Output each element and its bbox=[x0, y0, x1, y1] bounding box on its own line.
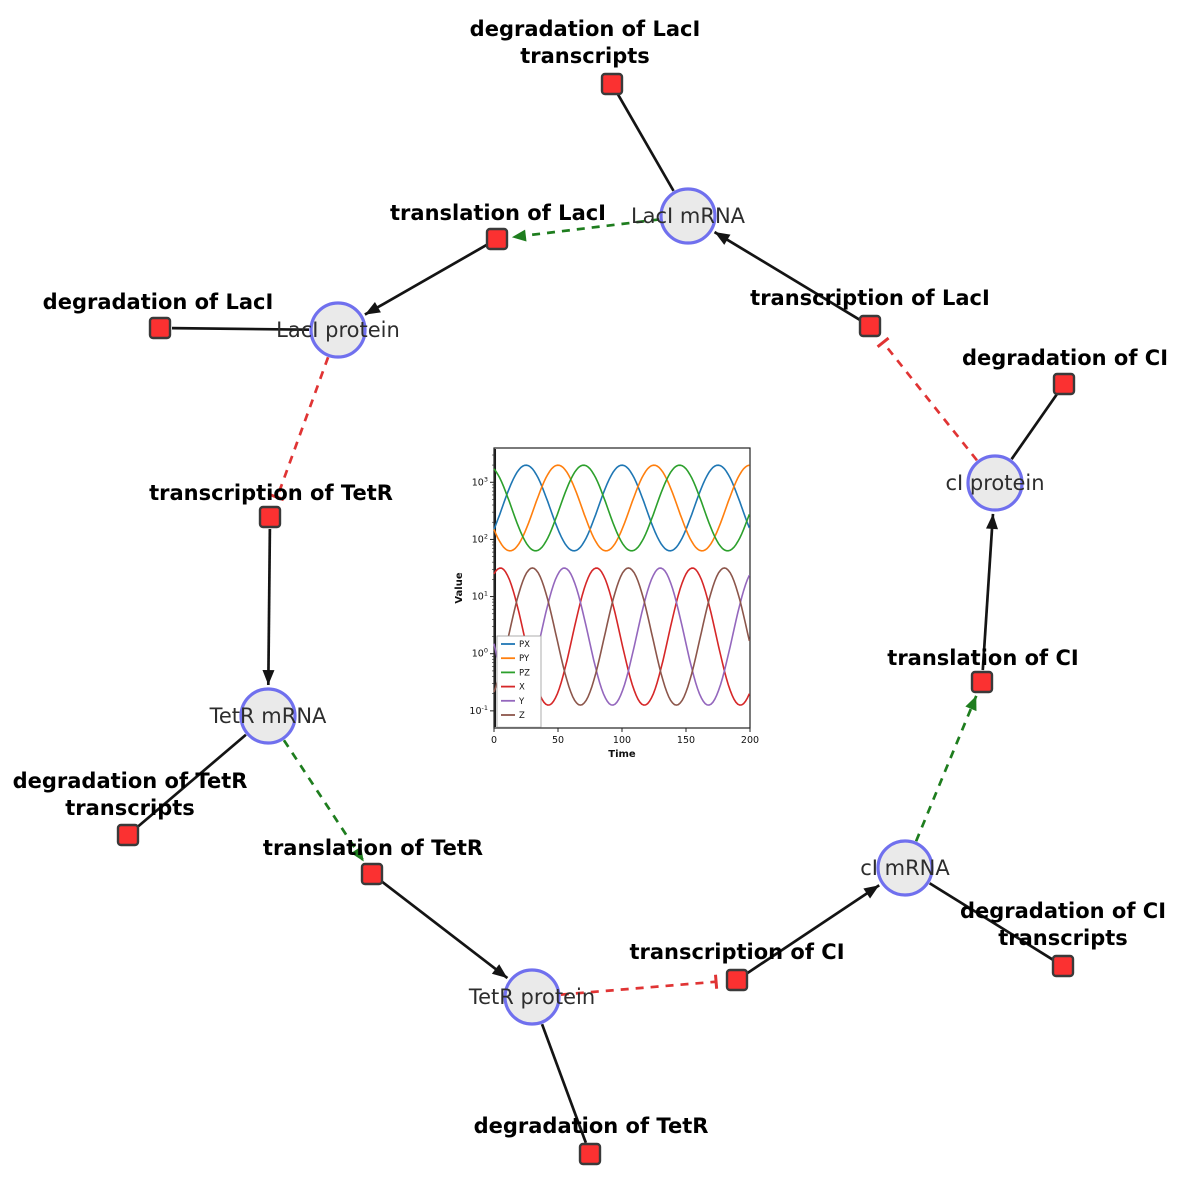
edge-substrate-ci-mrna-to-deg-ci-tx bbox=[928, 882, 1054, 961]
reaction-node-transcription-laci bbox=[858, 314, 882, 338]
edge-inhibitor-tetr-protein-to-transcription-ci bbox=[560, 974, 719, 996]
edge-activator-ci-mrna-to-translation-ci bbox=[914, 695, 978, 842]
edge-activator-tetr-mrna-to-translation-tetr bbox=[282, 739, 365, 863]
reaction-node-translation-ci bbox=[970, 670, 994, 694]
species-node-laci-mrna bbox=[659, 187, 717, 245]
reaction-node-translation-laci bbox=[485, 227, 509, 251]
species-node-ci-mrna bbox=[876, 839, 934, 897]
reaction-node-deg-laci-tx bbox=[600, 72, 624, 96]
y-tick-label: 102 bbox=[472, 532, 488, 545]
nodes-layer bbox=[116, 72, 1076, 1166]
x-tick-label: 50 bbox=[552, 735, 564, 746]
reaction-node-transcription-tetr bbox=[258, 505, 282, 529]
series-PZ bbox=[493, 464, 751, 552]
x-axis-label: Time bbox=[608, 749, 636, 760]
legend-label-PZ: PZ bbox=[519, 668, 530, 678]
reaction-label-translation-tetr: translation of TetR bbox=[263, 836, 483, 860]
reaction-label-deg-tetr: degradation of TetR bbox=[474, 1114, 709, 1138]
edge-product-translation-laci-to-laci-protein bbox=[364, 243, 488, 316]
y-tick-label: 10-1 bbox=[469, 704, 488, 717]
x-tick-label: 200 bbox=[741, 735, 759, 746]
edge-inhibitor-laci-protein-to-transcription-tetr bbox=[270, 356, 330, 502]
edge-product-transcription-laci-to-laci-mrna bbox=[713, 230, 861, 321]
reaction-label-transcription-ci: transcription of CI bbox=[629, 940, 844, 964]
edge-activator-laci-mrna-to-translation-laci bbox=[511, 218, 660, 242]
reaction-label-transcription-tetr: transcription of TetR bbox=[149, 481, 393, 505]
species-node-tetr-protein bbox=[503, 968, 561, 1026]
reaction-node-deg-ci-tx bbox=[1051, 954, 1075, 978]
reaction-label-transcription-laci: transcription of LacI bbox=[750, 286, 990, 310]
y-axis-label: Value bbox=[454, 572, 465, 603]
species-label-ci-protein: cI protein bbox=[945, 471, 1044, 495]
reaction-label-deg-ci: degradation of CI bbox=[962, 346, 1168, 370]
reaction-label-translation-laci: translation of LacI bbox=[390, 201, 606, 225]
reaction-node-deg-laci bbox=[148, 316, 172, 340]
species-label-tetr-mrna: TetR mRNA bbox=[209, 704, 327, 728]
edge-substrate-laci-mrna-to-deg-laci-tx bbox=[616, 93, 675, 192]
legend-label-Y: Y bbox=[518, 697, 525, 707]
reaction-label-translation-ci: translation of CI bbox=[887, 646, 1078, 670]
x-tick-label: 150 bbox=[677, 735, 695, 746]
legend-label-Z: Z bbox=[519, 711, 525, 721]
series-PX bbox=[493, 464, 751, 552]
legend-label-PX: PX bbox=[519, 640, 530, 650]
edge-product-transcription-tetr-to-tetr-mrna bbox=[262, 528, 275, 686]
edge-substrate-ci-protein-to-deg-ci bbox=[1010, 393, 1059, 460]
species-node-ci-protein bbox=[966, 454, 1024, 512]
legend-label-X: X bbox=[519, 683, 525, 693]
reaction-label-deg-laci: degradation of LacI bbox=[43, 290, 274, 314]
series-Z bbox=[493, 567, 751, 706]
edge-inhibitor-ci-protein-to-transcription-laci bbox=[876, 336, 978, 462]
legend-label-PY: PY bbox=[519, 654, 530, 664]
reaction-node-translation-tetr bbox=[360, 862, 384, 886]
species-label-ci-mrna: cI mRNA bbox=[860, 856, 950, 880]
edges-layer bbox=[136, 93, 1059, 1144]
species-node-laci-protein bbox=[309, 301, 367, 359]
edge-substrate-laci-protein-to-deg-laci bbox=[171, 326, 310, 332]
reaction-node-deg-tetr-tx bbox=[116, 823, 140, 847]
reaction-node-transcription-ci bbox=[725, 968, 749, 992]
y-tick-label: 101 bbox=[472, 590, 488, 603]
reaction-node-deg-ci bbox=[1052, 372, 1076, 396]
edge-substrate-tetr-mrna-to-deg-tetr-tx bbox=[136, 733, 247, 829]
edge-product-transcription-ci-to-ci-mrna bbox=[746, 884, 880, 975]
y-tick-label: 100 bbox=[472, 647, 488, 660]
species-node-tetr-mrna bbox=[239, 687, 297, 745]
edge-product-translation-ci-to-ci-protein bbox=[981, 513, 998, 671]
x-tick-label: 100 bbox=[613, 735, 631, 746]
species-label-laci-protein: LacI protein bbox=[276, 318, 400, 342]
series-PY bbox=[493, 464, 750, 552]
chart-legend bbox=[496, 635, 542, 728]
edge-product-translation-tetr-to-tetr-protein bbox=[380, 880, 509, 980]
y-tick-label: 103 bbox=[472, 475, 488, 488]
x-tick-label: 0 bbox=[491, 735, 497, 746]
edge-substrate-tetr-protein-to-deg-tetr bbox=[540, 1023, 588, 1144]
species-label-laci-mrna: LacI mRNA bbox=[631, 204, 746, 228]
species-label-tetr-protein: TetR protein bbox=[468, 985, 595, 1009]
reaction-node-deg-tetr bbox=[578, 1142, 602, 1166]
